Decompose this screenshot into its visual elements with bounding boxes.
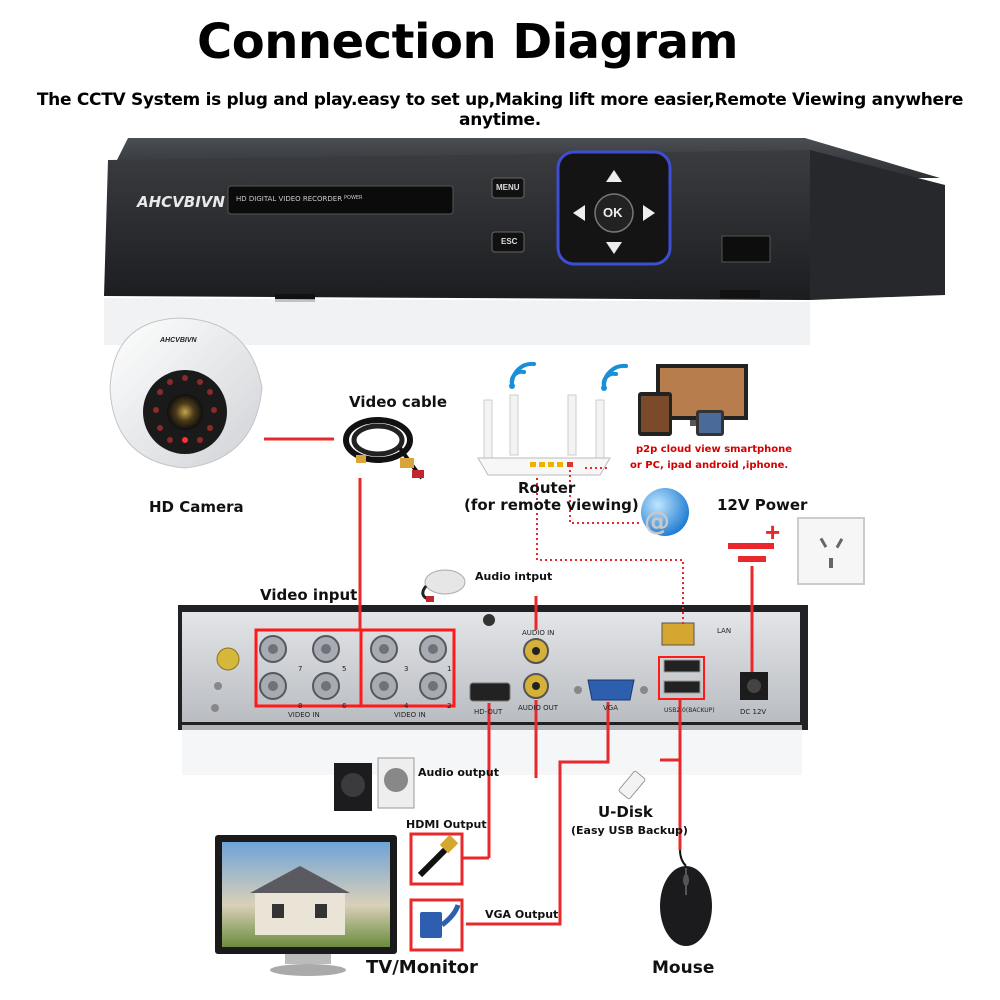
mouse-icon [660,849,712,946]
channel-2: 2 [447,702,452,710]
page-subtitle: The CCTV System is plug and play.easy to… [36,90,964,130]
udisk-label: U-Disk [598,803,653,821]
dvr-brand-logo: AHCVBIVN [137,193,225,211]
plus-symbol: + [765,517,781,547]
udisk-icon [618,770,646,800]
udisk-sublabel: (Easy USB Backup) [571,824,688,837]
audio-out-label: AUDIO OUT [518,704,559,712]
network-lines [536,467,684,625]
usb-label: USB2.0(BACKUP) [664,707,715,714]
vga-cable-icon [409,898,464,952]
speakers-icon [334,757,415,811]
svg-text:@: @ [644,507,670,537]
p2p-line1: p2p cloud view smartphone [636,444,793,455]
lan-label: LAN [717,627,732,635]
channel-7: 7 [298,665,303,673]
dvr-front-unit [104,138,945,345]
dvr-display-text: HD DIGITAL VIDEO RECORDER [236,195,343,203]
menu-button[interactable]: MENU [496,183,520,192]
channel-8: 8 [298,702,303,710]
hdmi-cable-icon [409,832,464,886]
hd-camera-icon [109,317,263,469]
router-sublabel: (for remote viewing) [464,496,639,514]
ok-button[interactable]: OK [603,205,623,220]
audio-output-label: Audio output [418,766,499,779]
channel-1: 1 [447,665,452,673]
vga-output-label: VGA Output [485,908,559,921]
channel-5: 5 [342,665,347,673]
power-outlet-icon [728,517,865,585]
page-title: Connection Diagram [197,14,738,70]
power-label: 12V Power [717,496,808,514]
mouse-label: Mouse [652,958,715,978]
tv-monitor-label: TV/Monitor [366,957,478,978]
connection-lines [264,437,754,926]
esc-button[interactable]: ESC [501,237,518,246]
video-in-label-2: VIDEO IN [394,711,426,719]
audio-in-label: AUDIO IN [522,629,555,637]
router-icon [477,361,628,476]
devices-icon [638,364,748,436]
vga-label: VGA [603,704,619,712]
video-input-label: Video input [260,586,358,604]
camera-brand: AHCVBIVN [160,337,197,344]
hdmi-output-label: HDMI Output [406,818,487,831]
dvr-back-panel [178,605,808,775]
p2p-line2: or PC, ipad android ,iphone. [630,460,789,471]
tv-monitor-icon [215,835,397,976]
channel-6: 6 [342,702,347,710]
hd-camera-label: HD Camera [149,498,244,516]
audio-input-label: Audio intput [475,570,553,583]
dvr-power-text: POWER [344,195,363,201]
dc-label: DC 12V [740,708,767,716]
video-cable-label: Video cable [349,393,447,411]
microphone-icon [421,569,466,602]
channel-3: 3 [404,665,409,673]
video-cable-icon [343,417,424,480]
internet-globe-icon: @ [641,488,689,537]
video-in-label-1: VIDEO IN [288,711,320,719]
channel-4: 4 [404,702,409,710]
router-label: Router [518,479,576,497]
hd-out-label: HD-OUT [474,708,503,716]
